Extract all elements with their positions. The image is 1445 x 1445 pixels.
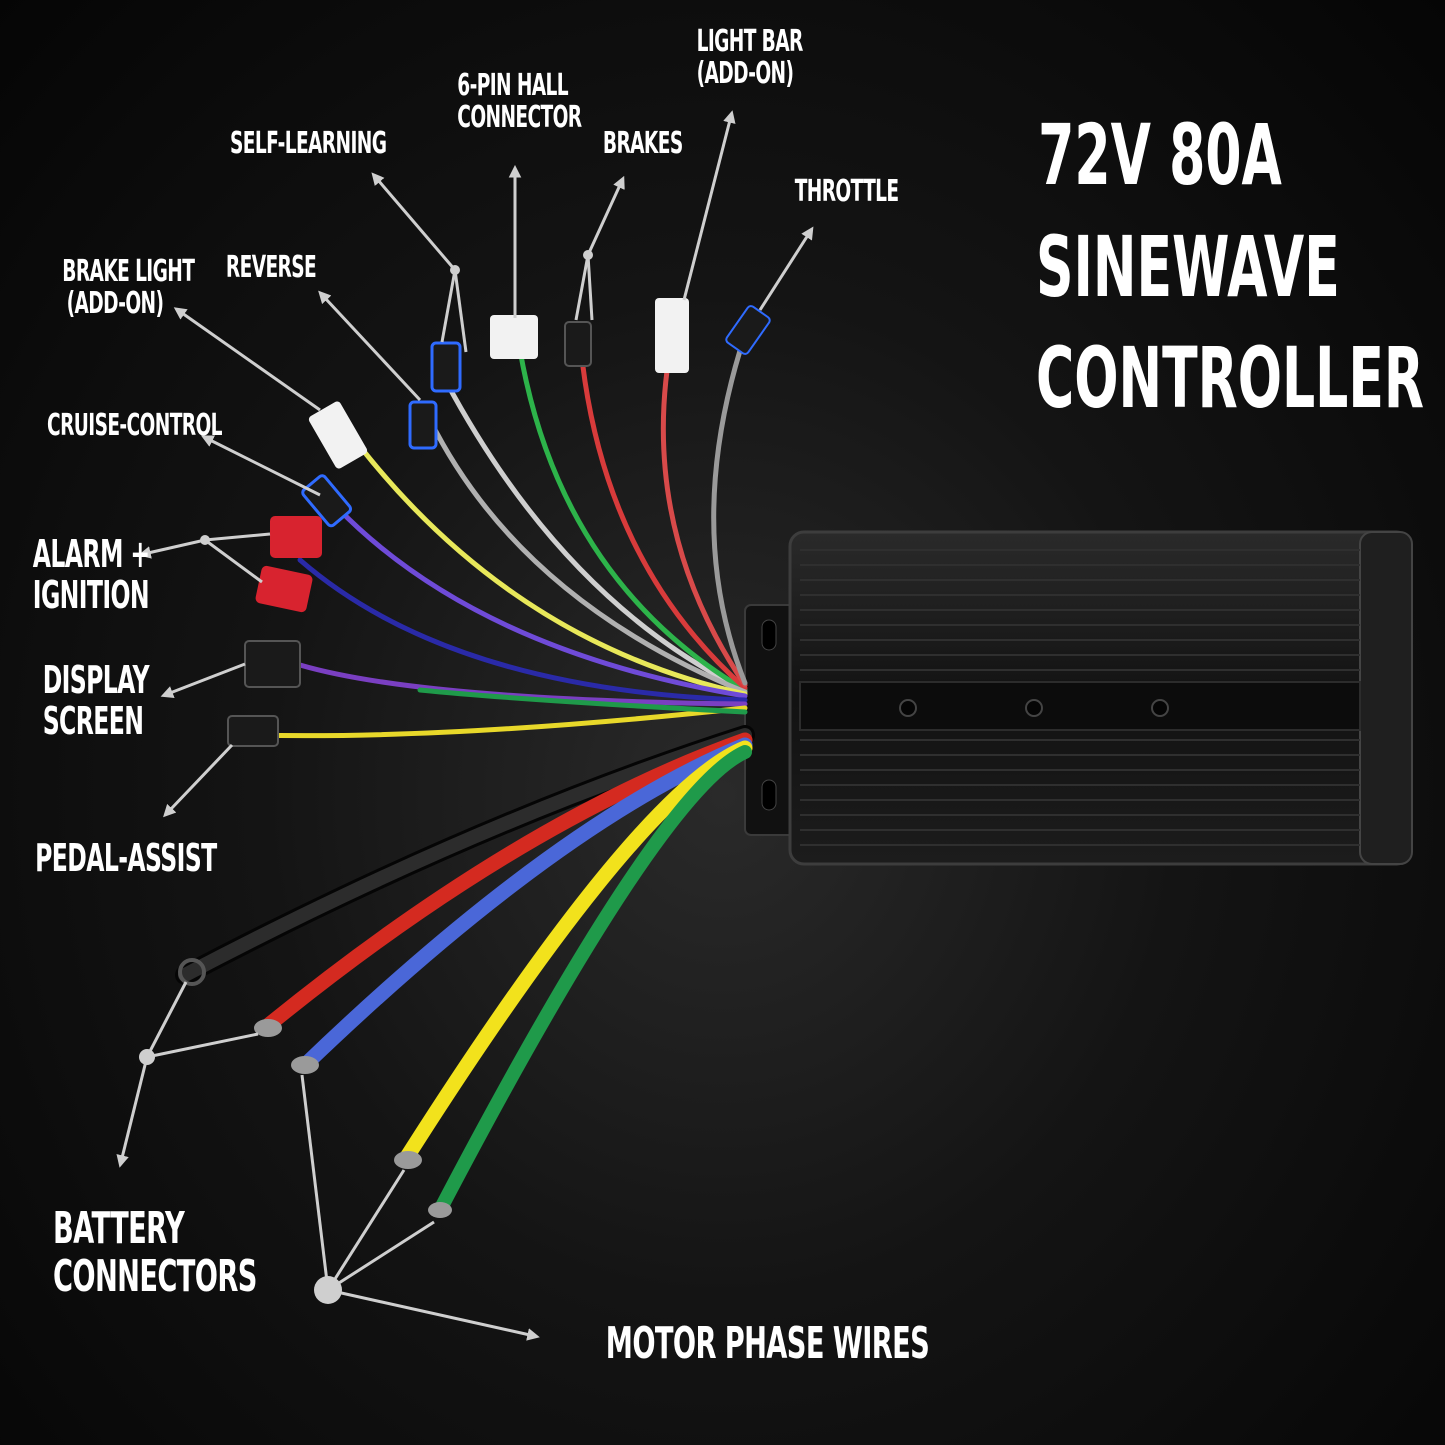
label-brake-light: BRAKE LIGHT (ADD-ON) [62, 256, 167, 321]
ring-terminal [291, 1056, 319, 1074]
hall-connector [490, 315, 538, 359]
label-reverse: REVERSE [226, 252, 294, 284]
label-pedal-assist: PEDAL-ASSIST [35, 838, 150, 879]
arrow-battery [122, 1057, 147, 1158]
brake-light-connector [307, 400, 368, 470]
label-alarm-ignition: ALARM + IGNITION [33, 534, 107, 616]
arrow-alarm [148, 540, 205, 553]
product-title: 72V 80A SINEWAVE CONTROLLER [1036, 100, 1284, 435]
arrow-display [170, 664, 245, 693]
label-hall-connector: 6-PIN HALL CONNECTOR [457, 70, 562, 135]
label-motor-phase-wires: MOTOR PHASE WIRES [606, 1320, 804, 1368]
ignition-connector [255, 565, 314, 613]
ring-terminal [394, 1151, 422, 1169]
arrow-cruise-control [210, 440, 320, 495]
arrow-brake-light [182, 313, 320, 410]
label-display-screen: DISPLAY SCREEN [43, 660, 124, 742]
alarm-connector [270, 516, 322, 558]
arrow-brakes [588, 185, 620, 255]
arrow-pedal-assist [170, 745, 232, 810]
label-throttle: THROTTLE [795, 176, 876, 208]
label-brakes: BRAKES [603, 128, 671, 160]
signal-wires [250, 320, 750, 736]
screw [900, 700, 916, 716]
reverse-connector [410, 402, 436, 448]
ring-terminal [428, 1202, 452, 1218]
arrow-throttle [760, 235, 808, 310]
mount-slot [762, 780, 776, 810]
arrow-motor-phase [328, 1290, 530, 1335]
display-connector [245, 641, 300, 687]
controller-box [745, 532, 1412, 864]
label-cruise-control: CRUISE-CONTROL [47, 410, 168, 442]
label-light-bar: LIGHT BAR (ADD-ON) [697, 26, 784, 91]
title-line-3: CONTROLLER [1036, 323, 1284, 435]
screw-rail [800, 682, 1360, 730]
light-bar-connector [655, 298, 689, 373]
end-cap [1360, 532, 1412, 864]
ring-terminal [254, 1019, 282, 1037]
label-battery-connectors: BATTERY CONNECTORS [53, 1205, 177, 1300]
screw [1026, 700, 1042, 716]
screw [1152, 700, 1168, 716]
power-wires [180, 735, 745, 1218]
arrow-reverse [325, 298, 420, 400]
arrow-light-bar [684, 120, 730, 300]
label-self-learning: SELF-LEARNING [230, 128, 354, 160]
arrow-self-learning [378, 180, 455, 270]
self-learning-connector [432, 343, 460, 391]
brake-connector [565, 322, 591, 366]
title-line-1: 72V 80A [1036, 100, 1284, 212]
throttle-connector [725, 305, 772, 356]
title-line-2: SINEWAVE [1036, 212, 1284, 324]
mount-slot [762, 620, 776, 650]
pedal-assist-connector [228, 716, 278, 746]
